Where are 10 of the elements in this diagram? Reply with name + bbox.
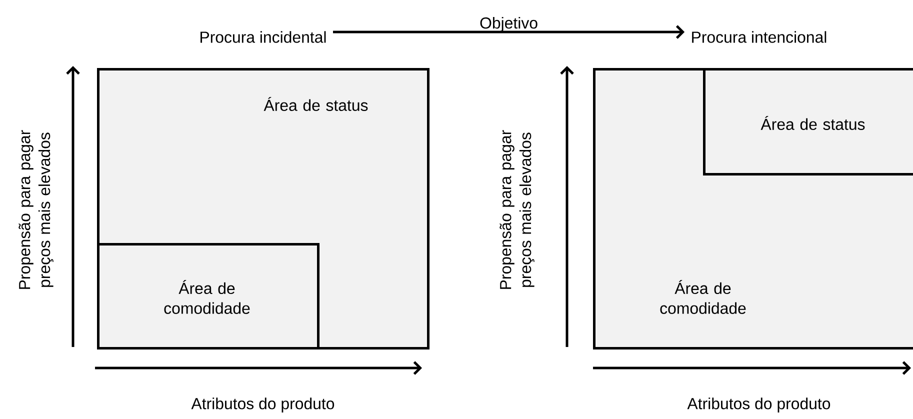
area-box: Área de comodidade <box>97 243 320 350</box>
area-box: Área de status <box>703 68 913 176</box>
axis-label: Atributos do produto <box>687 398 830 412</box>
edge-label: Objetivo <box>480 16 538 32</box>
axis-label: Propensão para pagar preços mais elevados <box>18 130 54 289</box>
arrow <box>676 25 685 39</box>
axis-label: Propensão para pagar preços mais elevados <box>500 130 534 289</box>
axis-label: Atributos do produto <box>191 398 334 412</box>
heading-text: Procura incidental <box>200 31 326 43</box>
heading-text: Procura intencional <box>692 31 826 43</box>
